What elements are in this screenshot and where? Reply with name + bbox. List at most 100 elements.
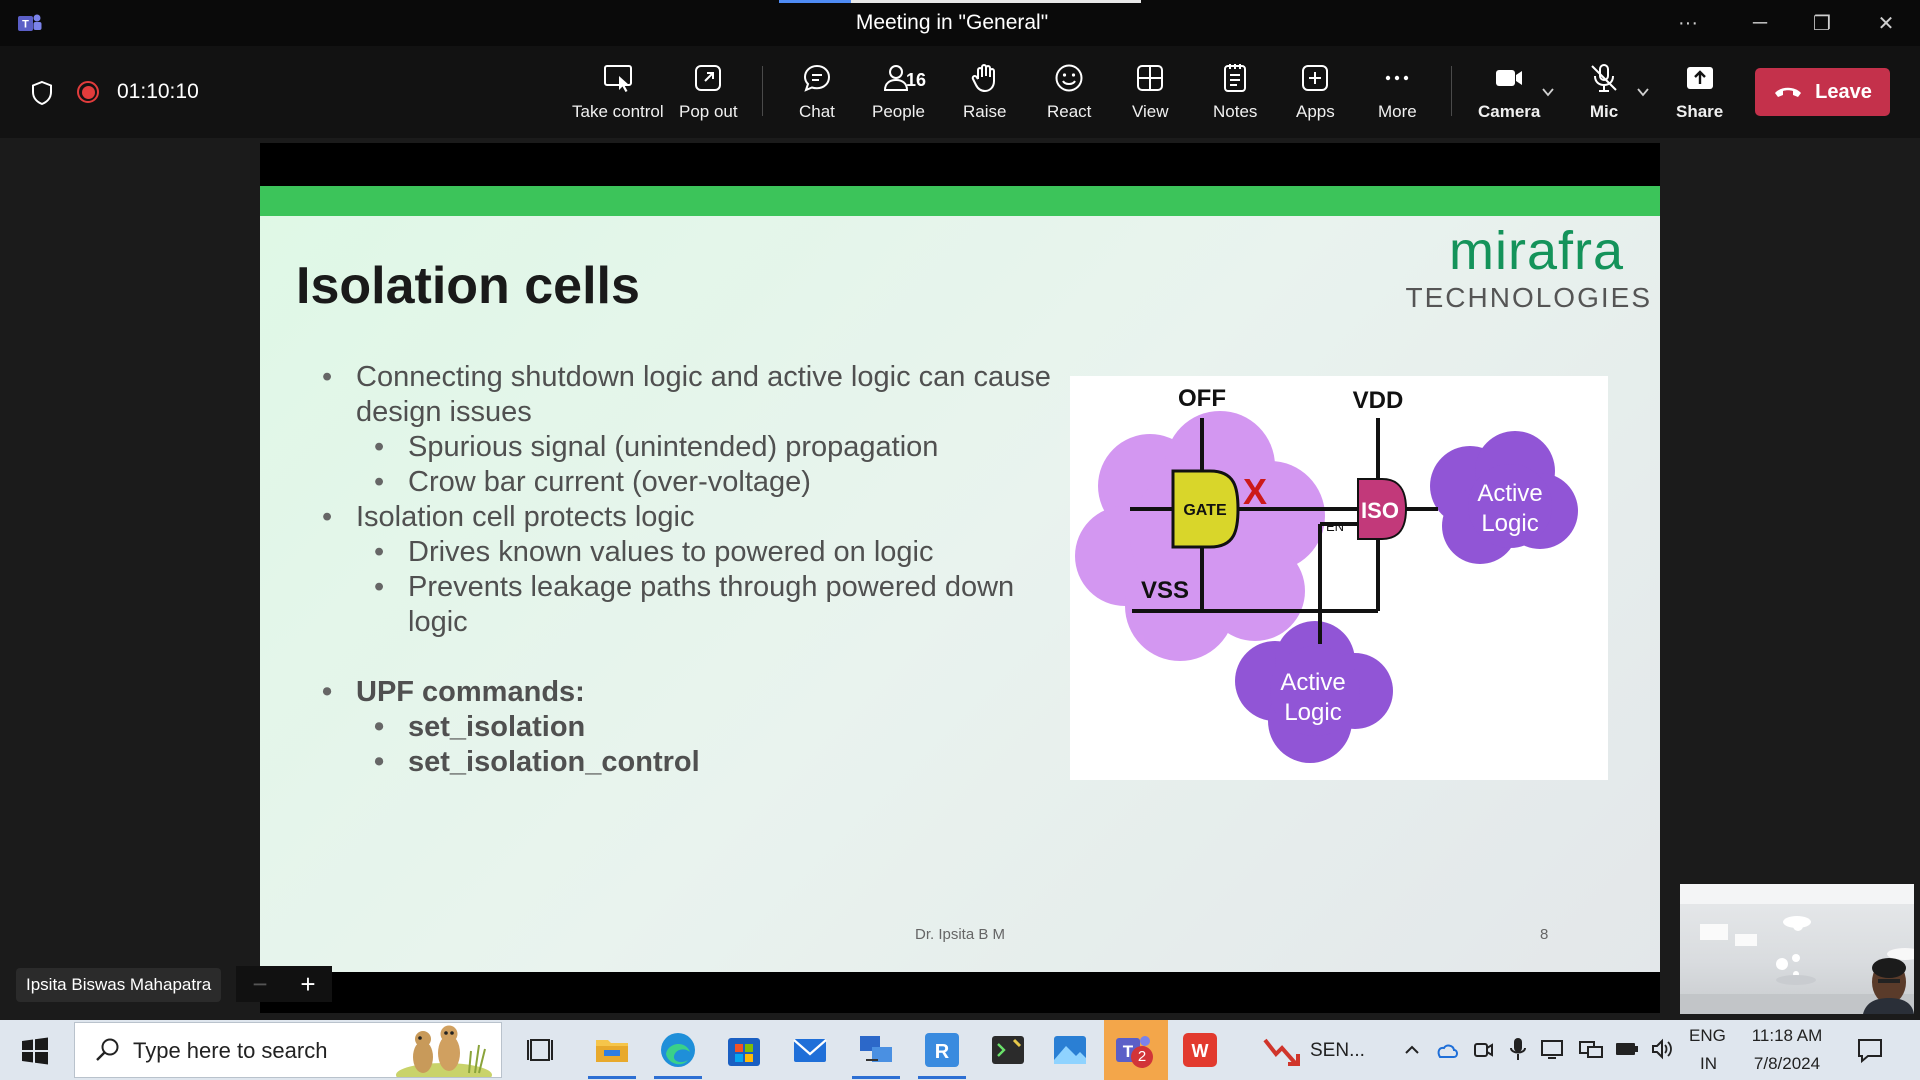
notification-center-icon[interactable] — [1856, 1036, 1884, 1064]
gate-label: GATE — [1183, 502, 1227, 519]
sub-bullet-item: set_isolation_control — [322, 745, 1052, 780]
people-button[interactable]: People — [872, 62, 925, 126]
microsoft-store-icon[interactable] — [724, 1030, 764, 1070]
mic-muted-icon — [1591, 64, 1617, 92]
restore-button[interactable]: ❐ — [1813, 12, 1831, 35]
share-screen-icon — [1686, 67, 1713, 89]
meeting-toolbar — [0, 46, 1920, 138]
bullet-item: UPF commands: — [322, 675, 1052, 710]
sub-bullet-item: Prevents leakage paths through powered d… — [322, 570, 1052, 640]
wps-office-icon[interactable]: W — [1180, 1030, 1220, 1070]
hang-up-icon — [1775, 87, 1802, 97]
slide-header-band — [260, 186, 1660, 216]
edge-browser-icon[interactable] — [658, 1030, 698, 1070]
slide-title: Isolation cells — [296, 257, 640, 315]
terminal-app-icon[interactable] — [988, 1030, 1028, 1070]
self-video-preview[interactable] — [1680, 884, 1914, 1014]
pop-out-icon — [695, 65, 722, 91]
vss-label: VSS — [1141, 577, 1189, 604]
task-view-icon[interactable] — [522, 1030, 562, 1070]
teams-logo-icon: T — [18, 14, 42, 31]
mic-options-chevron-icon[interactable] — [1635, 84, 1651, 100]
active-logic-cloud — [1235, 621, 1393, 763]
chat-icon — [803, 64, 830, 92]
svg-text:W: W — [1192, 1041, 1209, 1061]
meet-now-icon[interactable] — [1472, 1038, 1494, 1062]
leave-button[interactable]: Leave — [1755, 68, 1890, 116]
company-logo: mirafra — [1448, 221, 1624, 281]
shield-icon[interactable] — [30, 80, 54, 106]
react-button[interactable]: React — [1047, 62, 1091, 126]
teams-notification-badge: 2 — [1131, 1046, 1153, 1068]
title-bar: T Meeting in "General" ··· ─ ❐ ✕ — [0, 0, 1920, 46]
market-ticker[interactable]: SEN... — [1310, 1040, 1365, 1061]
taskbar-search-box[interactable]: Type here to search — [74, 1022, 502, 1078]
taskbar-clock-date[interactable]: 7/8/2024 — [1753, 1054, 1821, 1073]
stock-chart-icon[interactable] — [1262, 1030, 1302, 1070]
chat-button[interactable]: Chat — [799, 62, 835, 126]
meerkat-illustration-icon — [396, 1025, 492, 1077]
rvc-app-icon[interactable]: R — [922, 1030, 962, 1070]
take-control-icon — [603, 65, 632, 92]
battery-icon[interactable] — [1614, 1040, 1640, 1058]
pop-out-button[interactable]: Pop out — [679, 62, 738, 126]
apps-button[interactable]: Apps — [1296, 62, 1335, 126]
iso-cell-symbol — [1357, 478, 1408, 540]
more-options-button[interactable]: ··· — [1678, 11, 1698, 34]
blocked-x-mark: X — [1243, 471, 1267, 512]
remote-desktop-icon[interactable] — [856, 1030, 896, 1070]
microphone-tray-icon[interactable] — [1508, 1036, 1528, 1062]
onedrive-cloud-icon[interactable] — [1434, 1040, 1460, 1060]
share-button[interactable]: Share — [1676, 62, 1723, 126]
mail-icon[interactable] — [790, 1030, 830, 1070]
ethernet-icon[interactable] — [1578, 1038, 1604, 1060]
active-logic-label: Logic — [1481, 510, 1538, 537]
slide-footer: Dr. Ipsita B M — [914, 926, 1006, 943]
active-logic-label: Active — [1280, 669, 1345, 696]
sub-bullet-item: Crow bar current (over-voltage) — [322, 465, 1052, 500]
taskbar-clock-time[interactable]: 11:18 AM — [1751, 1026, 1823, 1045]
language-indicator-bottom[interactable]: IN — [1700, 1054, 1717, 1073]
active-logic-label: Active — [1477, 480, 1542, 507]
raise-hand-button[interactable]: Raise — [963, 62, 1006, 126]
search-placeholder: Type here to search — [133, 1038, 328, 1063]
bullet-item: Isolation cell protects logic — [322, 500, 1052, 535]
mic-button[interactable]: Mic — [1588, 62, 1620, 126]
active-logic-label: Logic — [1284, 699, 1341, 726]
volume-icon[interactable] — [1650, 1038, 1674, 1060]
svg-text:T: T — [22, 19, 29, 31]
language-indicator-top[interactable]: ENG — [1689, 1026, 1726, 1045]
zoom-out-button[interactable]: − — [252, 968, 268, 999]
bullet-item: Connecting shutdown logic and active log… — [322, 360, 1052, 430]
camera-options-chevron-icon[interactable] — [1540, 84, 1556, 100]
vdd-label: VDD — [1353, 387, 1404, 414]
company-logo-subtitle: TECHNOLOGIES — [1405, 282, 1652, 313]
add-app-icon — [1302, 65, 1329, 91]
view-button[interactable]: View — [1132, 62, 1169, 126]
enable-label: EN — [1326, 519, 1344, 534]
people-icon — [884, 65, 909, 91]
people-count-badge: 16 — [906, 70, 927, 90]
ellipsis-icon — [1386, 75, 1409, 81]
zoom-in-button[interactable]: + — [300, 968, 316, 999]
windows-start-icon[interactable] — [20, 1036, 50, 1066]
network-monitor-icon[interactable] — [1540, 1038, 1564, 1060]
photos-app-icon[interactable] — [1050, 1030, 1090, 1070]
svg-text:R: R — [935, 1041, 950, 1063]
file-explorer-icon[interactable] — [592, 1030, 632, 1070]
smiley-icon — [1055, 64, 1083, 92]
presentation-slide: Isolation cells mirafra TECHNOLOGIES Con… — [260, 186, 1660, 972]
notes-button[interactable]: Notes — [1213, 62, 1257, 126]
minimize-button[interactable]: ─ — [1752, 11, 1768, 34]
take-control-button[interactable]: Take control — [572, 62, 664, 126]
meeting-timer: 01:10:10 — [117, 80, 199, 103]
zoom-controls: − + — [236, 966, 332, 1002]
show-hidden-icons-icon[interactable] — [1402, 1040, 1422, 1060]
svg-text:T: T — [1123, 1042, 1134, 1061]
close-button[interactable]: ✕ — [1877, 12, 1895, 35]
isolation-cell-diagram: OFF VDD GATE X EN ISO VSS Active Logic A… — [1070, 376, 1608, 780]
iso-label: ISO — [1361, 498, 1399, 523]
camera-icon — [1496, 70, 1523, 86]
more-button[interactable]: More — [1378, 62, 1417, 126]
camera-button[interactable]: Camera — [1478, 62, 1540, 126]
